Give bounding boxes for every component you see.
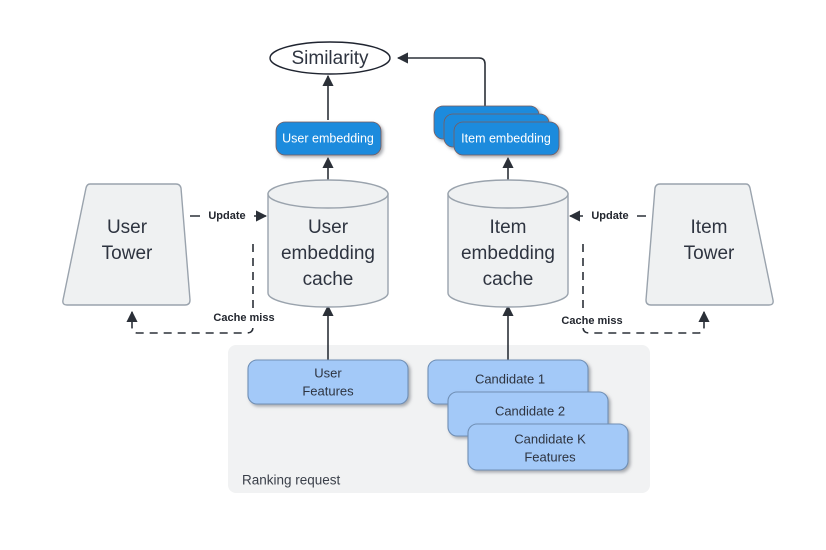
item-cache-label-line2: embedding [461, 243, 555, 264]
user-features-label-line2: Features [302, 383, 354, 398]
item-tower-label-line2: Tower [684, 243, 735, 264]
item-tower-label-line1: Item [691, 217, 728, 238]
candidate-k-label-line2: Features [524, 449, 576, 464]
similarity-node [269, 41, 391, 75]
user-tower-node [62, 183, 191, 306]
user-cache-body [267, 193, 389, 308]
item-embedding-card-front [453, 121, 560, 156]
edge-cache-miss-right-label-bg [556, 313, 628, 328]
user-tower-label-line2: Tower [102, 243, 153, 264]
edge-update-left-label-bg [200, 209, 254, 223]
edge-cache-miss-left [126, 244, 254, 334]
candidate-1-label: Candidate 1 [475, 371, 545, 386]
user-cache-label-line3: cache [303, 269, 354, 290]
user-embedding-node [275, 121, 382, 156]
user-features-node [247, 359, 409, 405]
edge-cache-miss-right-label: Cache miss [561, 315, 622, 327]
user-cache-label-line2: embedding [281, 243, 375, 264]
edge-update-left-label: Update [208, 210, 245, 222]
edge-item-embedding-to-similarity [396, 52, 486, 110]
item-cache-label-line3: cache [483, 269, 534, 290]
ranking-request-label: Ranking request [242, 473, 341, 488]
candidate-2-label: Candidate 2 [495, 403, 565, 418]
user-cache-top [267, 179, 389, 209]
edge-update-right-label-bg [583, 209, 637, 223]
candidate-k-node [467, 423, 629, 471]
candidate-k-label-line1: Candidate K [514, 431, 586, 446]
item-cache-top [447, 179, 569, 209]
similarity-label: Similarity [291, 48, 369, 69]
item-embedding-label: Item embedding [461, 131, 551, 145]
user-cache-label-line1: User [308, 217, 349, 238]
item-tower-node [645, 183, 774, 306]
item-cache-body [447, 193, 569, 308]
edge-update-right-label: Update [591, 210, 628, 222]
edge-cache-miss-left-label-bg [208, 310, 280, 325]
item-cache-label-line1: Item [490, 217, 527, 238]
user-embedding-label: User embedding [282, 131, 374, 145]
edge-cache-miss-right [582, 244, 710, 334]
user-features-label-line1: User [314, 365, 342, 380]
user-tower-label-line1: User [107, 217, 148, 238]
edge-cache-miss-left-label: Cache miss [213, 312, 274, 324]
